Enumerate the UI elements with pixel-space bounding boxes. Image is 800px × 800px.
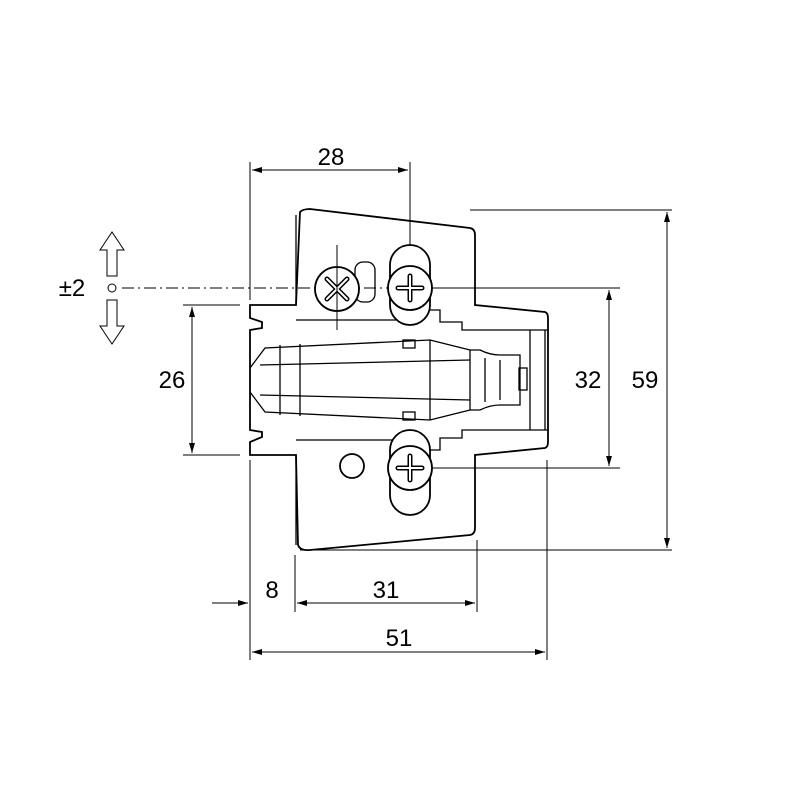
dim-total-height: 59 xyxy=(632,367,659,394)
screw-lower xyxy=(387,429,433,516)
dim-screw-spacing: 32 xyxy=(575,367,602,394)
extension-lines xyxy=(183,162,672,660)
dim-plate-width: 31 xyxy=(373,577,400,604)
screw-upper-left xyxy=(314,245,376,330)
adjustment-indicator xyxy=(99,231,410,345)
dim-adjust-range: ±2 xyxy=(59,275,86,302)
mounting-hole xyxy=(339,453,365,479)
dim-offset-left: 8 xyxy=(265,577,278,604)
arrow-up-icon xyxy=(99,231,125,277)
dim-total-width: 51 xyxy=(386,625,413,652)
arrow-down-icon xyxy=(99,299,125,345)
dim-slot-height: 26 xyxy=(159,367,186,394)
dim-top-width: 28 xyxy=(318,144,345,171)
center-point-icon xyxy=(107,283,117,293)
dimension-lines xyxy=(189,167,670,655)
screw-upper-right xyxy=(387,244,433,326)
